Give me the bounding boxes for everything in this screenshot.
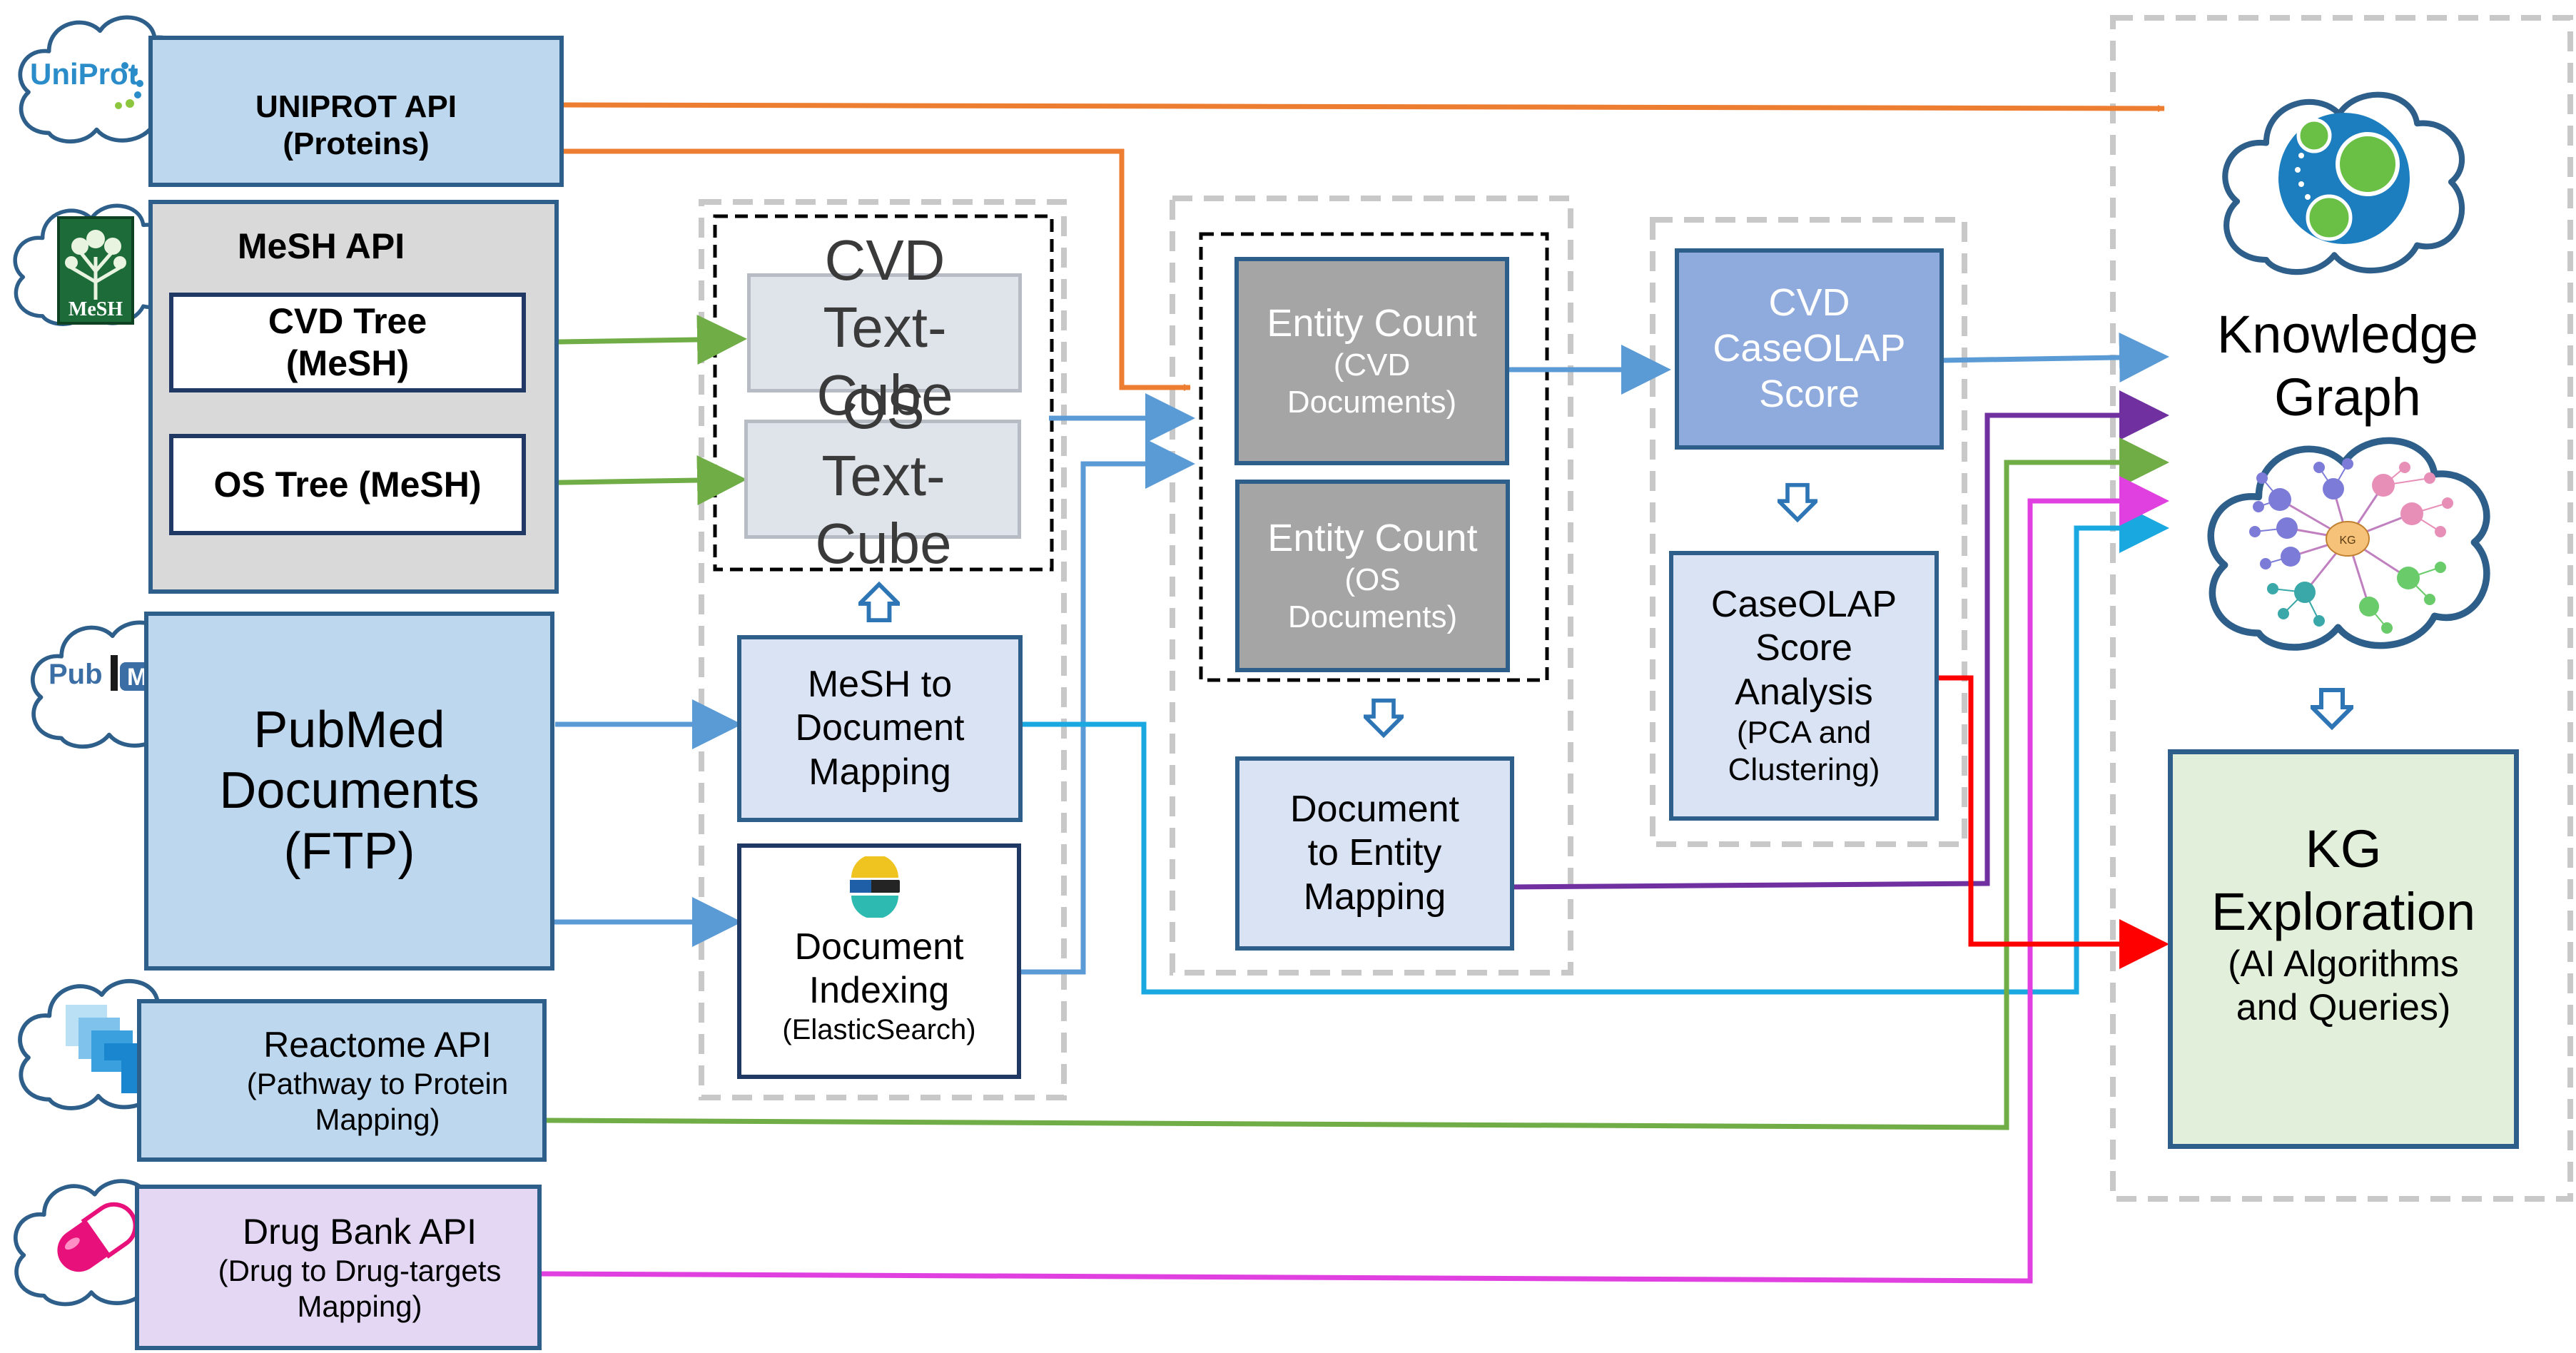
uniprot-dots-icon xyxy=(115,62,143,109)
pubmed-documents-box: PubMed Documents (FTP) xyxy=(144,612,554,971)
os-tree-box: OS Tree (MeSH) xyxy=(169,434,526,535)
indexing-l1: Document xyxy=(794,926,964,968)
score-to-analysis-block-arrow xyxy=(1779,485,1816,520)
uniprot-logo-text: UniProt xyxy=(30,57,138,91)
reactome-to-kg-arrow xyxy=(545,437,2169,1130)
os-tree-label: OS Tree (MeSH) xyxy=(213,464,482,505)
entity-count-os-title: Entity Count xyxy=(1267,517,1478,560)
uniprot-api-title: UNIPROT API xyxy=(255,89,457,125)
cvd-caseolap-score-box: CVD CaseOLAP Score xyxy=(1675,248,1944,450)
entity-to-doc-block-arrow xyxy=(1365,701,1402,736)
cvd-text-cube-label: CVD Text- Cube xyxy=(778,227,992,429)
document-indexing-box: Document Indexing (ElasticSearch) xyxy=(737,843,1021,1079)
mesh-logo-text: MeSH xyxy=(69,298,123,320)
drugbank-subtitle-l1: (Drug to Drug-targets xyxy=(218,1253,502,1287)
kg-exploration-sub-l1: (AI Algorithms xyxy=(2228,943,2459,985)
drugbank-subtitle-l2: Mapping) xyxy=(297,1289,422,1323)
os-cube-l3: Cube xyxy=(815,511,952,575)
kg-title-l1: Knowledge xyxy=(2216,305,2479,365)
score-to-kg-arrow xyxy=(1940,333,2169,383)
cvd-cube-l2: Text- xyxy=(823,295,947,360)
indexing-sub: (ElasticSearch) xyxy=(782,1013,976,1045)
kg-exploration-sub-l2: and Queries) xyxy=(2236,987,2451,1029)
doc-entity-l3: Mapping xyxy=(1303,876,1446,918)
neo4j-logo-icon xyxy=(2278,113,2410,244)
entity-count-cvd-box: Entity Count (CVD Documents) xyxy=(1234,257,1509,465)
caseolap-analysis-sub-l1: (PCA and xyxy=(1736,715,1872,751)
mapping-to-cube-block-arrow xyxy=(860,584,898,620)
reactome-subtitle-l1: (Pathway to Protein xyxy=(246,1066,509,1100)
kg-network-icon: KG xyxy=(2249,458,2453,634)
caseolap-score-l3: Score xyxy=(1758,372,1860,415)
drugbank-title: Drug Bank API xyxy=(243,1211,477,1252)
reactome-subtitle-l2: Mapping) xyxy=(315,1102,440,1136)
cvd-cube-l3: Cube xyxy=(816,363,953,427)
drugbank-api-box: Drug Bank API (Drug to Drug-targets Mapp… xyxy=(135,1185,542,1350)
os-cube-l1: OS xyxy=(842,377,925,440)
mesh-tree-icon: MeSH xyxy=(57,216,134,325)
caseolap-score-l1: CVD xyxy=(1768,281,1850,325)
caseolap-analysis-l3: Analysis xyxy=(1735,671,1873,713)
uniprot-to-entity-arrow xyxy=(564,148,1191,391)
caseolap-score-l2: CaseOLAP xyxy=(1713,327,1906,370)
mesh-mapping-l2: Document xyxy=(795,707,965,749)
pubmed-line1: PubMed xyxy=(253,701,445,759)
entity-count-os-sub-l2: Documents) xyxy=(1287,599,1458,634)
mesh-api-title: MeSH API xyxy=(237,226,405,266)
os-cube-l2: Text- xyxy=(821,444,945,508)
os-text-cube-label: OS Text- Cube xyxy=(776,375,990,577)
drugbank-pill-icon xyxy=(57,1202,138,1272)
drugbank-to-kg-arrow xyxy=(540,476,2169,1284)
kg-title-l2: Graph xyxy=(2274,367,2421,427)
caseolap-analysis-box: CaseOLAP Score Analysis (PCA and Cluster… xyxy=(1669,551,1939,821)
entity-count-os-sub-l1: (OS xyxy=(1344,562,1401,597)
mapping-to-kg-arrow xyxy=(1023,503,2169,995)
mesh-mapping-l1: MeSH to xyxy=(807,663,953,705)
doc-entity-to-kg-arrow xyxy=(1506,390,2169,890)
reactome-logo-icon xyxy=(66,1005,147,1093)
doc-entity-l1: Document xyxy=(1290,788,1459,830)
mesh-mapping-l3: Mapping xyxy=(808,751,951,793)
elasticsearch-logo-icon xyxy=(850,856,900,918)
os-text-cube-box xyxy=(744,420,1021,539)
uniprot-api-box: UNIPROT API (Proteins) xyxy=(148,36,564,187)
pubmed-line3: (FTP) xyxy=(283,822,415,880)
kg-group xyxy=(2110,15,2573,1202)
uniprot-api-subtitle: (Proteins) xyxy=(283,126,430,161)
entity-count-cvd-title: Entity Count xyxy=(1267,302,1477,345)
kg-exploration-box: KG Exploration (AI Algorithms and Querie… xyxy=(2168,749,2519,1149)
kg-exploration-l2: Exploration xyxy=(2211,881,2476,941)
caseolap-analysis-l2: Score xyxy=(1755,627,1852,669)
textcube-group-inner xyxy=(713,214,1054,572)
mesh-document-mapping-box: MeSH to Document Mapping xyxy=(737,635,1023,822)
doc-entity-l2: to Entity xyxy=(1307,832,1442,874)
entity-group-inner xyxy=(1199,232,1549,682)
indexing-to-entity-arrow xyxy=(1020,439,1195,975)
knowledge-graph-title: Knowledge Graph xyxy=(2184,300,2512,432)
caseolap-analysis-l1: CaseOLAP xyxy=(1710,584,1897,626)
reactome-api-box: Reactome API (Pathway to Protein Mapping… xyxy=(137,999,547,1162)
entity-count-cvd-sub-l2: Documents) xyxy=(1287,384,1457,420)
kg-center-node-label: KG xyxy=(2339,534,2356,547)
entity-count-cvd-sub-l1: (CVD xyxy=(1333,347,1411,382)
entity-group-outer xyxy=(1170,196,1573,976)
entity-count-os-box: Entity Count (OS Documents) xyxy=(1235,480,1510,672)
cvd-cube-l1: CVD xyxy=(824,228,945,292)
kg-exploration-l1: KG xyxy=(2305,819,2382,879)
uniprot-to-kg-arrow xyxy=(563,102,2165,112)
cvd-tree-box: CVD Tree (MeSH) xyxy=(169,293,526,392)
cvd-text-cube-box xyxy=(747,273,1022,392)
pubmed-logo-left: Pub xyxy=(49,659,103,690)
pubmed-line2: Documents xyxy=(219,762,480,820)
cvd-tree-label: CVD Tree (MeSH) xyxy=(268,301,427,383)
caseolap-analysis-sub-l2: Clustering) xyxy=(1728,752,1880,788)
indexing-l2: Indexing xyxy=(808,970,950,1012)
analysis-to-exploration-arrow xyxy=(1938,675,2169,969)
kg-to-exploration-block-arrow xyxy=(2312,690,2352,727)
document-entity-mapping-box: Document to Entity Mapping xyxy=(1235,756,1514,951)
reactome-title: Reactome API xyxy=(263,1024,492,1065)
